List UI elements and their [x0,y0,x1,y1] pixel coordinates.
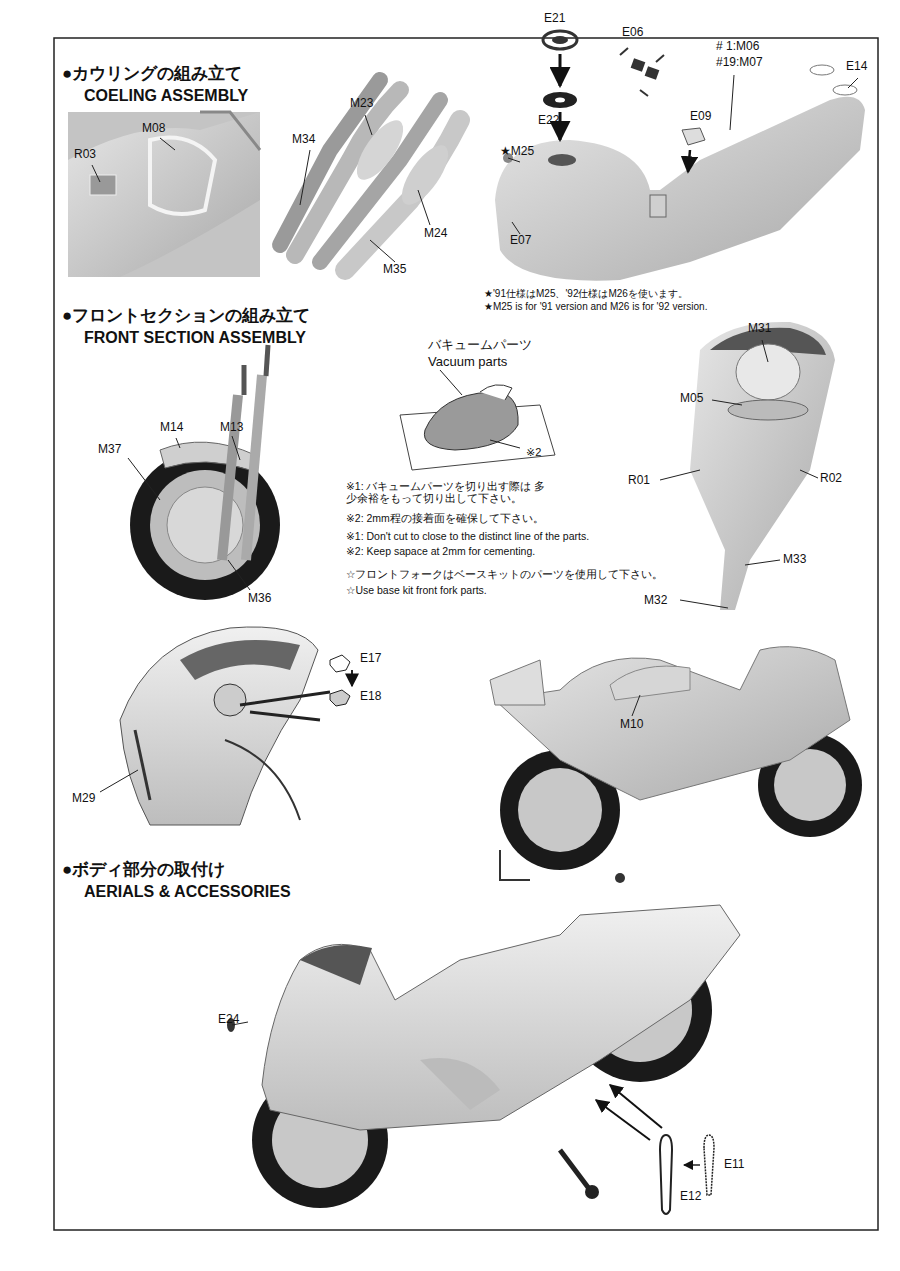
part-number: M35 [383,263,406,277]
section-heading: ●ボディ部分の取付け [62,860,225,880]
front-cowl-illustration [690,322,835,610]
note-text: ※1: バキュームパーツを切り出す際は 多少余裕をもって切り出して下さい。 [346,480,546,504]
note-text: ※1: Don't cut to close to the distinct l… [346,530,589,542]
vacuum-part-illustration [400,370,555,470]
cockpit-illustration [120,627,352,825]
part-number: ★M25 [500,145,534,159]
part-number: M10 [620,718,643,732]
section-heading: ●カウリングの組み立て [62,64,242,84]
part-number: R02 [820,472,842,486]
part-number: E06 [622,26,643,40]
part-number: M08 [142,122,165,136]
part-number: M31 [748,322,771,336]
part-number: Vacuum parts [428,355,507,370]
part-number: E14 [846,60,867,74]
part-number: M29 [72,792,95,806]
front-wheel-illustration [130,345,280,600]
part-number: E18 [360,690,381,704]
note-text: ※2: 2mm程の接着面を確保して下さい。 [346,512,544,524]
note-text: ★'91仕様はM25、'92仕様はM26を使います。 [484,288,688,300]
seat-illustration [68,112,260,277]
part-number: M34 [292,133,315,147]
section-heading: AERIALS & ACCESSORIES [84,883,291,901]
part-number: E11 [724,1158,744,1172]
part-number: M14 [160,421,183,435]
part-number: E12 [680,1190,701,1204]
note-text: ☆フロントフォークはベースキットのパーツを使用して下さい。 [346,568,663,580]
part-number: R03 [74,148,96,162]
note-text: ※2: Keep sapace at 2mm for cementing. [346,545,535,557]
part-number: E24 [218,1013,239,1027]
part-number: M24 [424,227,447,241]
part-number: M37 [98,443,121,457]
note-text: ※2 [526,446,541,459]
page-frame [54,38,878,1230]
part-number: M23 [350,97,373,111]
part-number: M13 [220,421,243,435]
part-number: E21 [544,12,565,26]
part-number: M05 [680,392,703,406]
section-heading: COELING ASSEMBLY [84,87,248,105]
bike-full-illustration [227,905,740,1214]
part-number: M36 [248,592,271,606]
tank-illustration [495,0,865,281]
part-number: E22 [538,114,559,128]
note-text: ★M25 is for '91 version and M26 is for '… [484,301,707,313]
part-number: R01 [628,474,650,488]
part-number: #19:M07 [716,56,763,70]
part-number: E17 [360,652,381,666]
part-number: E09 [690,110,711,124]
part-number: バキュームパーツ [428,338,532,353]
note-text: ☆Use base kit front fork parts. [346,584,487,596]
part-number: M32 [644,594,667,608]
muffler-illustration [280,80,460,270]
leader-lines [92,75,858,1025]
bike-side-illustration [490,647,862,883]
part-number: # 1:M06 [716,40,759,54]
part-number: M33 [783,553,806,567]
section-heading: FRONT SECTION ASSEMBLY [84,329,306,347]
part-number: E07 [510,234,531,248]
section-heading: ●フロントセクションの組み立て [62,306,310,326]
